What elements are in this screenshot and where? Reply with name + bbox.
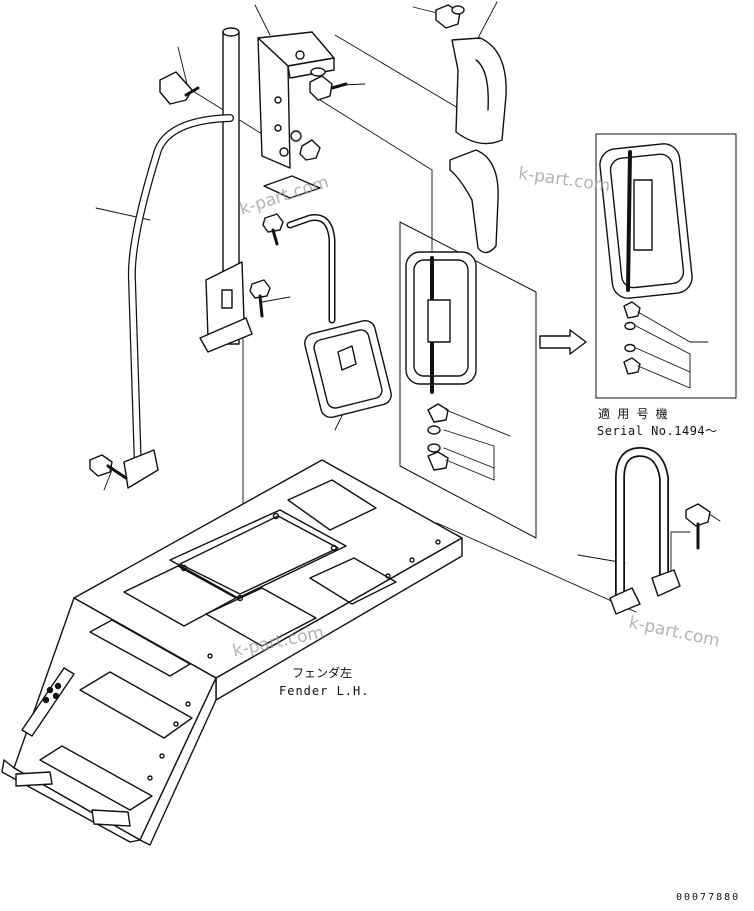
detail-panel bbox=[595, 133, 737, 399]
handrail-bolt bbox=[89, 454, 128, 480]
serial-applicable-label: 適 用 号 機 bbox=[598, 407, 668, 421]
mirror-small bbox=[304, 319, 392, 419]
detail-arrow bbox=[539, 329, 587, 355]
mirror-stay bbox=[286, 213, 336, 324]
serial-number-label: Serial No.1494～ bbox=[597, 424, 718, 438]
fender-body bbox=[1, 459, 463, 846]
lower-plate bbox=[263, 175, 321, 199]
mirror-bracket bbox=[257, 31, 335, 169]
drawing-number: 00077880 bbox=[676, 892, 741, 903]
fender-en-label: Fender L.H. bbox=[279, 684, 370, 698]
cover-lower bbox=[449, 149, 499, 254]
fender-jp-label: フェンダ左 bbox=[292, 666, 353, 680]
post-bracket bbox=[199, 261, 253, 353]
clamp-bolt bbox=[159, 71, 200, 105]
center-panel bbox=[399, 221, 537, 539]
small-bolt-upper bbox=[262, 213, 284, 246]
handrail bbox=[123, 114, 234, 489]
handle-bolt bbox=[685, 503, 711, 550]
bracket-hardware bbox=[279, 130, 321, 161]
cover-upper bbox=[451, 37, 507, 145]
upper-nut bbox=[435, 4, 465, 29]
small-bolt-mid bbox=[249, 279, 271, 318]
step-handle bbox=[609, 447, 681, 615]
bracket-nut-washer bbox=[309, 67, 348, 101]
